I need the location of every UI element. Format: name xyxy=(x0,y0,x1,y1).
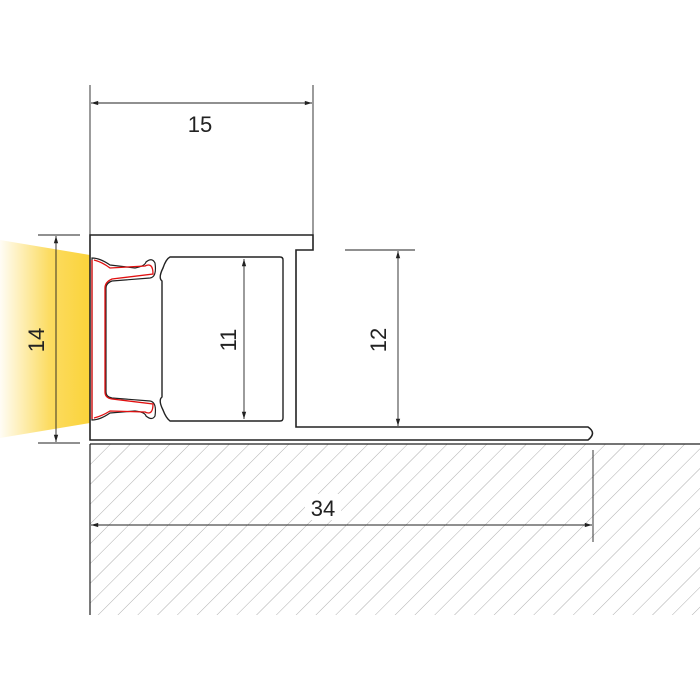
dim-label-15: 15 xyxy=(188,112,212,137)
dim-label-12: 12 xyxy=(366,328,391,352)
dim-label-bg xyxy=(305,494,341,520)
light-beam xyxy=(0,240,90,438)
profile-cavity xyxy=(159,256,284,422)
dim-label-34: 34 xyxy=(311,496,335,521)
dim-label-11: 11 xyxy=(216,329,241,352)
dim-label-14: 14 xyxy=(24,328,49,352)
led-strip-red-outline xyxy=(91,259,154,419)
substrate-hatch xyxy=(90,444,700,615)
